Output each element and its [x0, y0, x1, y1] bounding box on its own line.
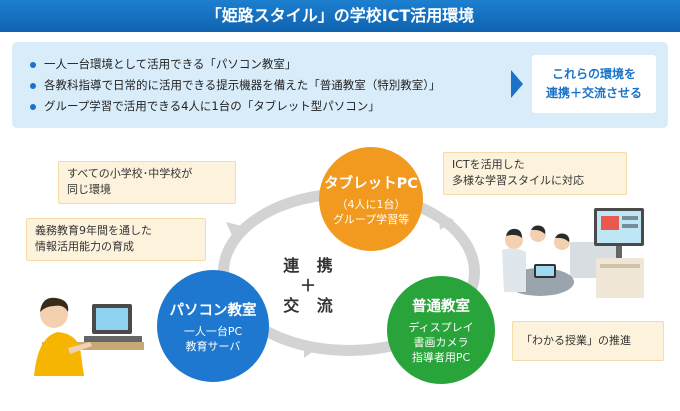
circle-sub: 書画カメラ: [413, 336, 469, 349]
circle-sub: 教育サーバ: [185, 339, 241, 353]
arrow-right-icon: [511, 70, 523, 98]
summary-item: グループ学習で活用できる4人に1台の「タブレット型パソコン」: [30, 96, 441, 117]
note-line: 多様な学習スタイルに対応: [452, 174, 584, 187]
note-line: ICTを活用した: [452, 158, 525, 171]
ring-arrowhead-icon: [226, 222, 246, 240]
result-box: これらの環境を 連携＋交流させる: [532, 55, 656, 113]
circle-sub: 一人一台PC: [183, 324, 243, 338]
student-computer-illustration: [34, 297, 144, 376]
tablet-pc-circle: タブレットPC （4人に1台） グループ学習等: [319, 147, 423, 251]
ring-arrowhead-icon: [304, 340, 318, 358]
result-line: 連携＋交流させる: [545, 86, 642, 100]
center-line: ＋: [299, 276, 322, 295]
page-title: 「姫路スタイル」の学校ICT活用環境: [0, 0, 680, 32]
center-line: 交 流: [283, 296, 339, 315]
note-line: 情報活用能力の育成: [35, 240, 134, 253]
circle-sub: グループ学習等: [332, 212, 410, 226]
note-line: 「わかる授業」の推進: [521, 334, 631, 347]
normal-classroom-circle: 普通教室 ディスプレイ 書画カメラ 指導者用PC: [387, 276, 495, 384]
ring-arrowhead-icon: [438, 212, 454, 230]
circle-sub: （4人に1台）: [336, 197, 406, 211]
summary-list: 一人一台環境として活用できる「パソコン教室」 各教科指導で日常的に活用できる提示…: [30, 54, 441, 117]
summary-item: 一人一台環境として活用できる「パソコン教室」: [30, 54, 441, 75]
circle-title: タブレットPC: [324, 175, 418, 192]
group-learning-illustration: [502, 208, 644, 298]
note-nine-years: 義務教育9年間を通した 情報活用能力の育成: [26, 218, 206, 261]
note-understandable-lessons: 「わかる授業」の推進: [512, 321, 664, 361]
summary-panel: 一人一台環境として活用できる「パソコン教室」 各教科指導で日常的に活用できる提示…: [12, 42, 668, 128]
circle-sub: 指導者用PC: [411, 351, 471, 364]
pc-room-circle: パソコン教室 一人一台PC 教育サーバ: [157, 270, 269, 382]
note-line: 義務教育9年間を通した: [35, 224, 152, 237]
center-label: 連 携 ＋ 交 流: [268, 256, 354, 316]
center-line: 連 携: [283, 256, 339, 275]
summary-item: 各教科指導で日常的に活用できる提示機器を備えた「普通教室（特別教室）」: [30, 75, 441, 96]
note-learning-styles: ICTを活用した 多様な学習スタイルに対応: [443, 152, 627, 195]
note-same-environment: すべての小学校･中学校が 同じ環境: [58, 161, 236, 204]
circle-sub: ディスプレイ: [408, 321, 474, 334]
circle-title: 普通教室: [412, 299, 470, 315]
note-line: 同じ環境: [67, 183, 111, 196]
result-line: これらの環境を: [551, 67, 636, 81]
circle-title: パソコン教室: [169, 302, 257, 319]
note-line: すべての小学校･中学校が: [67, 167, 193, 180]
